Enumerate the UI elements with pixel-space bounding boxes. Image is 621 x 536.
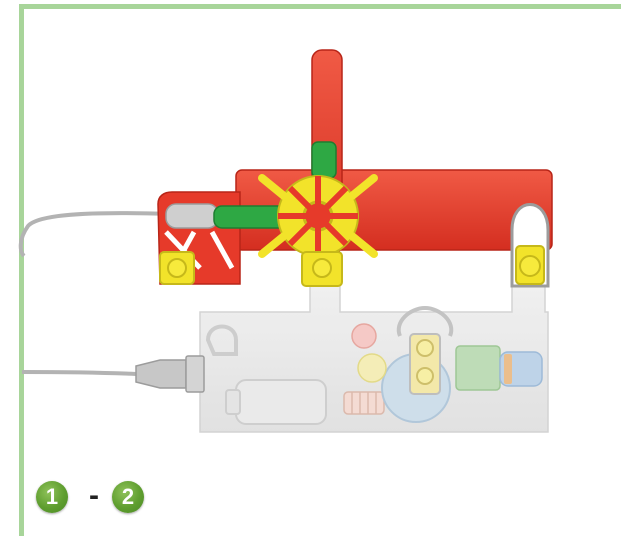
cable-connector — [136, 360, 186, 388]
grey-fitting — [166, 204, 218, 228]
yellow-clip-right — [512, 205, 548, 287]
step-badge-from: 1 — [36, 481, 68, 513]
motor-end-cap — [226, 390, 240, 414]
step-range-separator: - — [83, 479, 105, 513]
motor — [236, 380, 326, 424]
cable-lower — [22, 372, 136, 374]
green-pin-vertical — [312, 142, 336, 178]
worm-gear — [344, 392, 384, 414]
red-gear-small — [352, 324, 376, 348]
green-shaft — [456, 346, 500, 390]
green-pin-horizontal — [214, 206, 286, 228]
yellow-hub — [262, 176, 374, 256]
step-badge-to: 2 — [112, 481, 144, 513]
yellow-gear-small — [358, 354, 386, 382]
cable-upper — [21, 213, 170, 256]
grey-base-assembly — [200, 286, 548, 432]
orange-ring — [504, 354, 512, 384]
